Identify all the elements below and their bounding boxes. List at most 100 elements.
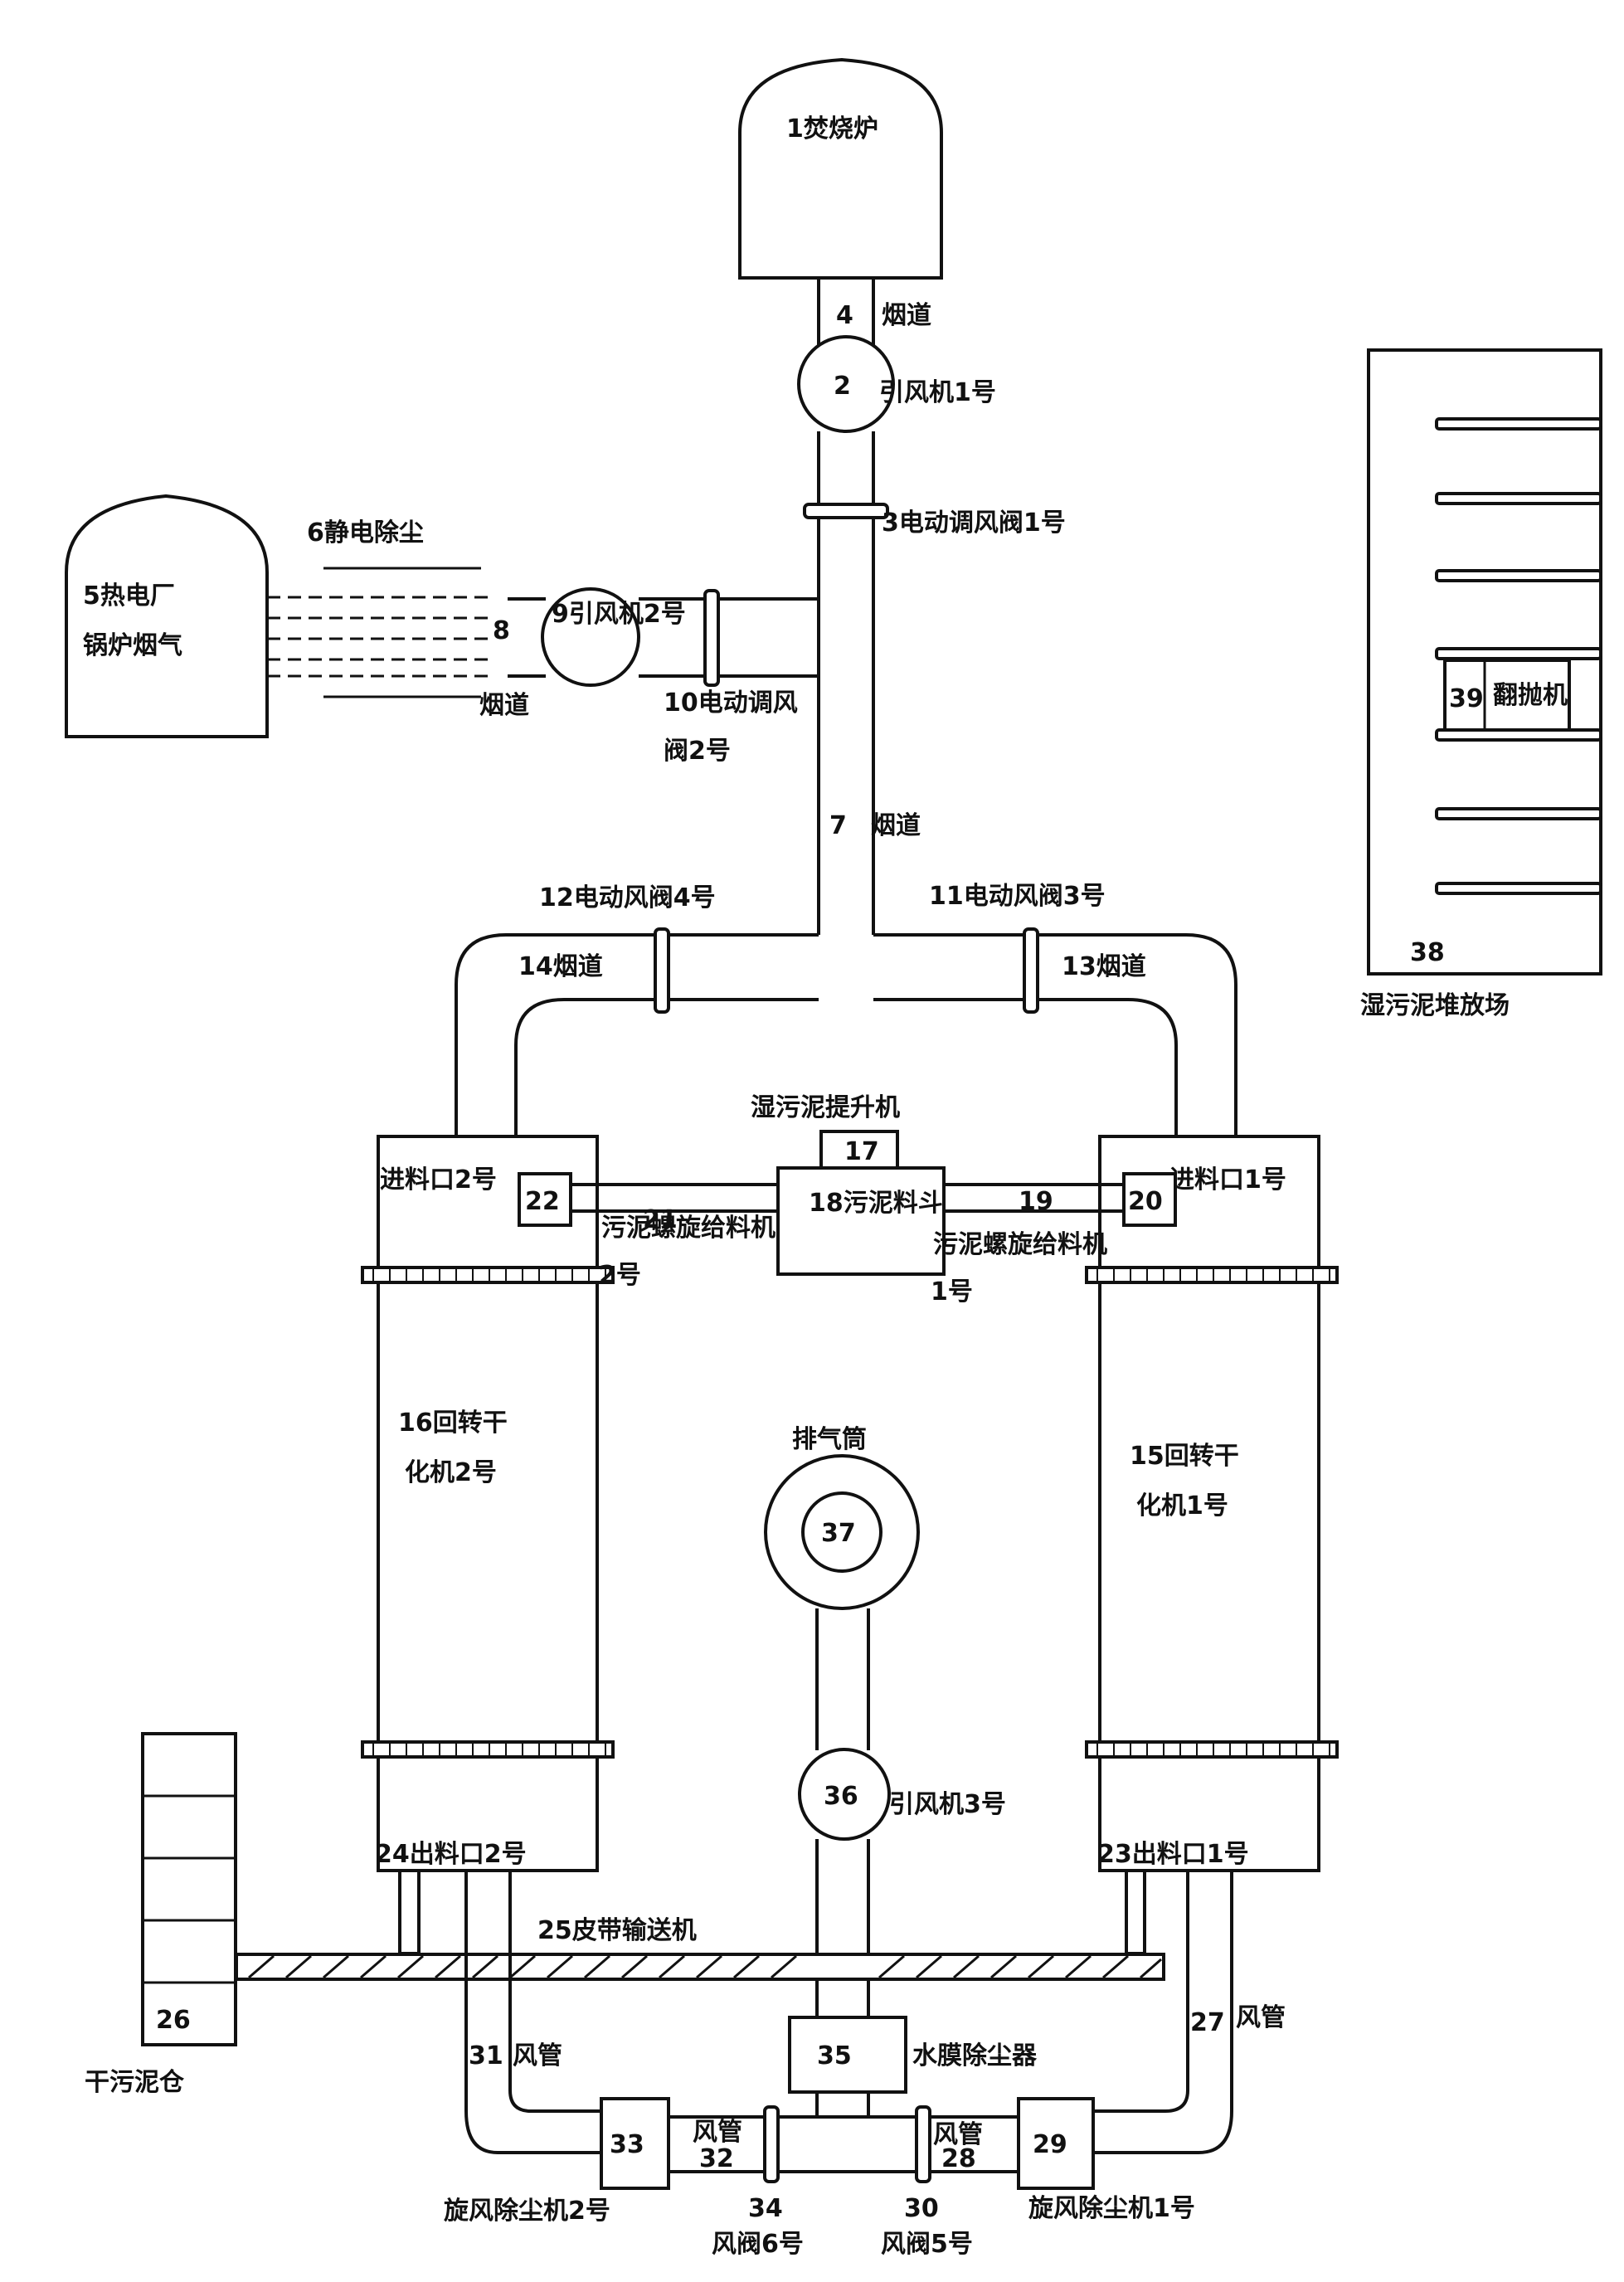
fan-1-number: 2 [834,372,851,401]
screw-feeder-1-pipe [944,1183,1124,1213]
inlet-2-label: 进料口2号 [380,1165,497,1195]
inlet-1-box [1122,1172,1177,1227]
flue-4-number: 4 [836,301,853,330]
belt-conveyor-label: 25皮带输送机 [537,1916,697,1945]
boiler-flue-pipe [508,597,819,678]
dryer-2-ring-top [361,1266,615,1284]
outlet-1-label: 23出料口1号 [1097,1840,1249,1869]
flue-4-label: 烟道 [882,301,931,330]
inlet-2-number: 22 [525,1187,560,1216]
turning-machine-number: 39 [1449,684,1484,713]
flue-14-label: 14烟道 [518,952,603,981]
dryer-2-ring-bottom [361,1740,615,1759]
feeder-1-number: 19 [1019,1187,1053,1216]
incinerator-label: 1焚烧炉 [786,114,878,144]
number-8: 8 [493,616,510,645]
cyclone-1 [1017,2097,1095,2190]
hopper-label: 18污泥料斗 [809,1189,943,1218]
stack-fan-pipe [815,1608,870,1750]
flue-4-pipe [817,278,875,348]
wet-sludge-hoist [819,1130,899,1170]
cyclone-2 [600,2097,670,2190]
sludge-hopper [776,1166,946,1276]
scrubber-number: 35 [817,2041,852,2070]
damper-5-label: 风阀5号 [881,2230,973,2259]
turning-machine [1443,659,1571,732]
damper-2-label-1: 10电动调风 [664,688,798,718]
duct-32-number: 32 [699,2144,734,2173]
duct-32-label: 风管 [693,2118,742,2147]
flue-14-pipe [455,933,819,1136]
damper-5-number: 30 [904,2194,939,2223]
yard-rows [1435,417,1602,895]
scrubber-cyclone-pipe [669,2092,1019,2173]
stack-label: 排气筒 [792,1425,867,1454]
fan-scrubber-pipe [815,1839,870,2017]
yard-number: 38 [1410,938,1445,967]
power-plant-boiler [65,494,269,738]
duct-31 [464,1871,601,2154]
stack-number: 37 [821,1519,856,1548]
flue-7-number: 7 [829,811,847,840]
duct-28-number: 28 [941,2144,976,2173]
dryer-2-label-1: 16回转干 [398,1409,508,1438]
fan-3-label: 引风机3号 [889,1790,1006,1819]
flue-13-pipe [873,933,1237,1136]
flue-8-label: 烟道 [479,691,529,720]
dry-sludge-silo [141,1732,237,2046]
duct-27 [1093,1871,1233,2154]
fan-3-number: 36 [824,1782,858,1811]
electric-damper-2 [703,589,720,687]
damper-5 [915,2105,931,2183]
turning-machine-label: 翻抛机 [1493,681,1568,710]
hoist-label: 湿污泥提升机 [751,1093,900,1122]
silo-dividers [143,1794,236,1984]
rotary-dryer-2 [377,1135,599,1872]
dry-sludge-silo-label: 干污泥仓 [85,2068,185,2097]
duct-27-number: 27 [1190,2008,1225,2037]
exhaust-stack-inner [801,1491,883,1573]
belt-hatching [248,1954,1162,1979]
dryer-1-ring-bottom [1085,1740,1339,1759]
screw-feeder-2-label-1: 污泥螺旋给料机 [601,1214,776,1243]
duct-28-label: 风管 [933,2120,983,2149]
dryer-1-ring-top [1085,1266,1339,1284]
outlet-2-chute [398,1871,421,1955]
inlet-1-number: 20 [1128,1187,1163,1216]
esp-label: 6静电除尘 [307,518,424,547]
silo-number: 26 [156,2006,191,2035]
cyclone-2-label: 旋风除尘机2号 [444,2197,610,2226]
damper-6 [763,2105,780,2183]
dryer-1-label-1: 15回转干 [1130,1442,1239,1471]
power-plant-label-1: 5热电厂 [83,581,175,611]
screw-feeder-2-label-2: 2号 [599,1261,641,1290]
cyclone-1-label: 旋风除尘机1号 [1028,2194,1195,2223]
water-film-scrubber [788,2016,907,2094]
inlet-2-box [518,1172,572,1227]
wet-sludge-yard-label: 湿污泥堆放场 [1360,991,1510,1020]
damper-6-label: 风阀6号 [712,2230,804,2259]
outlet-1-chute [1125,1871,1146,1955]
flue-13-label: 13烟道 [1062,952,1146,981]
fan-2-label: 9引风机2号 [552,600,686,629]
damper-4-label: 12电动风阀4号 [539,883,716,912]
fan-1-label: 引风机1号 [879,378,996,407]
power-plant-label-2: 锅炉烟气 [83,631,182,660]
esp-dashed-lines [267,596,489,678]
flue-7-label: 烟道 [871,811,921,840]
induced-fan-1 [797,335,895,433]
screw-feeder-1-label-2: 1号 [931,1277,973,1306]
damper-2-label-2: 阀2号 [664,737,731,766]
outlet-2-label: 24出料口2号 [375,1840,527,1869]
dryer-1-label-2: 化机1号 [1136,1491,1228,1521]
screw-feeder-1-label-1: 污泥螺旋给料机 [933,1230,1107,1259]
damper-6-number: 34 [748,2194,783,2223]
electric-damper-1 [803,503,889,519]
feeder-2-number: 21 [643,1205,678,1234]
electric-damper-3 [1023,927,1039,1014]
inlet-1-label: 进料口1号 [1169,1165,1286,1195]
duct-31-number: 31 [469,2041,503,2070]
dryer-2-label-2: 化机2号 [405,1458,497,1487]
induced-fan-3 [798,1748,891,1841]
